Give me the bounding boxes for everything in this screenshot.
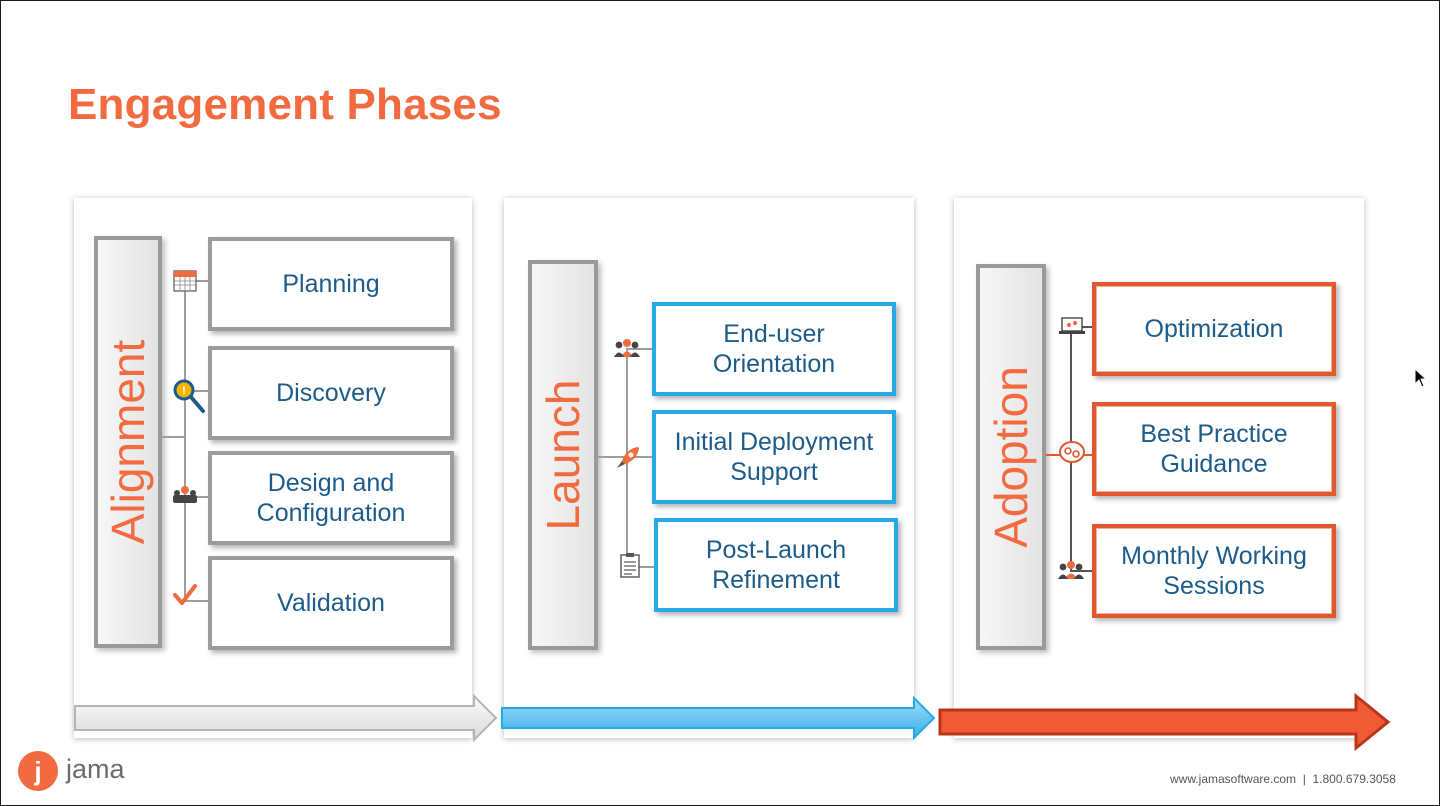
connector-line bbox=[1072, 570, 1092, 572]
checkmark-icon bbox=[173, 584, 197, 605]
alignment-label-box: Alignment bbox=[94, 236, 162, 648]
phase-item: Monthly Working Sessions bbox=[1092, 524, 1336, 618]
people-icon bbox=[614, 339, 640, 357]
launch-label-box: Launch bbox=[528, 260, 598, 650]
clipboard-icon bbox=[620, 553, 640, 578]
phase-item: Design and Configuration bbox=[208, 451, 454, 545]
adoption-arrow bbox=[938, 692, 1391, 752]
laptop-chart-icon bbox=[1059, 317, 1085, 334]
phase-label: Alignment bbox=[102, 339, 154, 545]
phase-item: End-user Orientation bbox=[652, 302, 896, 396]
connector-line bbox=[1046, 454, 1070, 456]
logo-wordmark: jama bbox=[66, 754, 125, 784]
connector-line bbox=[628, 348, 652, 350]
connector-line bbox=[598, 456, 626, 458]
mouse-cursor-icon bbox=[1414, 368, 1428, 388]
team-icon bbox=[173, 486, 197, 503]
launch-panel: Launch End-user Orientation Initial Depl… bbox=[504, 198, 914, 738]
progress-arrows bbox=[74, 692, 1391, 752]
people-icon bbox=[1058, 561, 1084, 579]
connector-line bbox=[186, 390, 208, 392]
phase-item: Validation bbox=[208, 556, 454, 650]
connector-line bbox=[184, 280, 186, 602]
connector-line bbox=[628, 566, 654, 568]
launch-arrow bbox=[501, 695, 936, 741]
rocket-icon bbox=[617, 447, 639, 468]
brain-gears-icon bbox=[1059, 441, 1085, 463]
adoption-panel: Adoption Optimization Best Practice Guid… bbox=[954, 198, 1364, 738]
phase-item: Optimization bbox=[1092, 282, 1336, 376]
phase-label: Adoption bbox=[985, 366, 1037, 548]
jama-logo-icon: j bbox=[18, 751, 58, 791]
alignment-arrow bbox=[74, 693, 498, 743]
footer-contact: www.jamasoftware.com | 1.800.679.3058 bbox=[1170, 772, 1396, 786]
magnifier-icon: ! bbox=[173, 379, 205, 413]
alignment-panel: Alignment ! Planning Discovery Design an… bbox=[74, 198, 472, 738]
connector-line bbox=[162, 436, 184, 438]
connector-line bbox=[186, 600, 208, 602]
phase-item: Discovery bbox=[208, 346, 454, 440]
page-title: Engagement Phases bbox=[68, 80, 502, 129]
connector-line bbox=[186, 280, 208, 282]
phase-label: Launch bbox=[537, 379, 589, 531]
phase-item: Post-Launch Refinement bbox=[654, 518, 898, 612]
adoption-label-box: Adoption bbox=[976, 264, 1046, 650]
svg-text:!: ! bbox=[182, 385, 186, 397]
phase-item: Best Practice Guidance bbox=[1092, 402, 1336, 496]
connector-line bbox=[628, 456, 652, 458]
phase-item: Initial Deployment Support bbox=[652, 410, 896, 504]
phase-item: Planning bbox=[208, 237, 454, 331]
calendar-icon bbox=[173, 270, 197, 292]
